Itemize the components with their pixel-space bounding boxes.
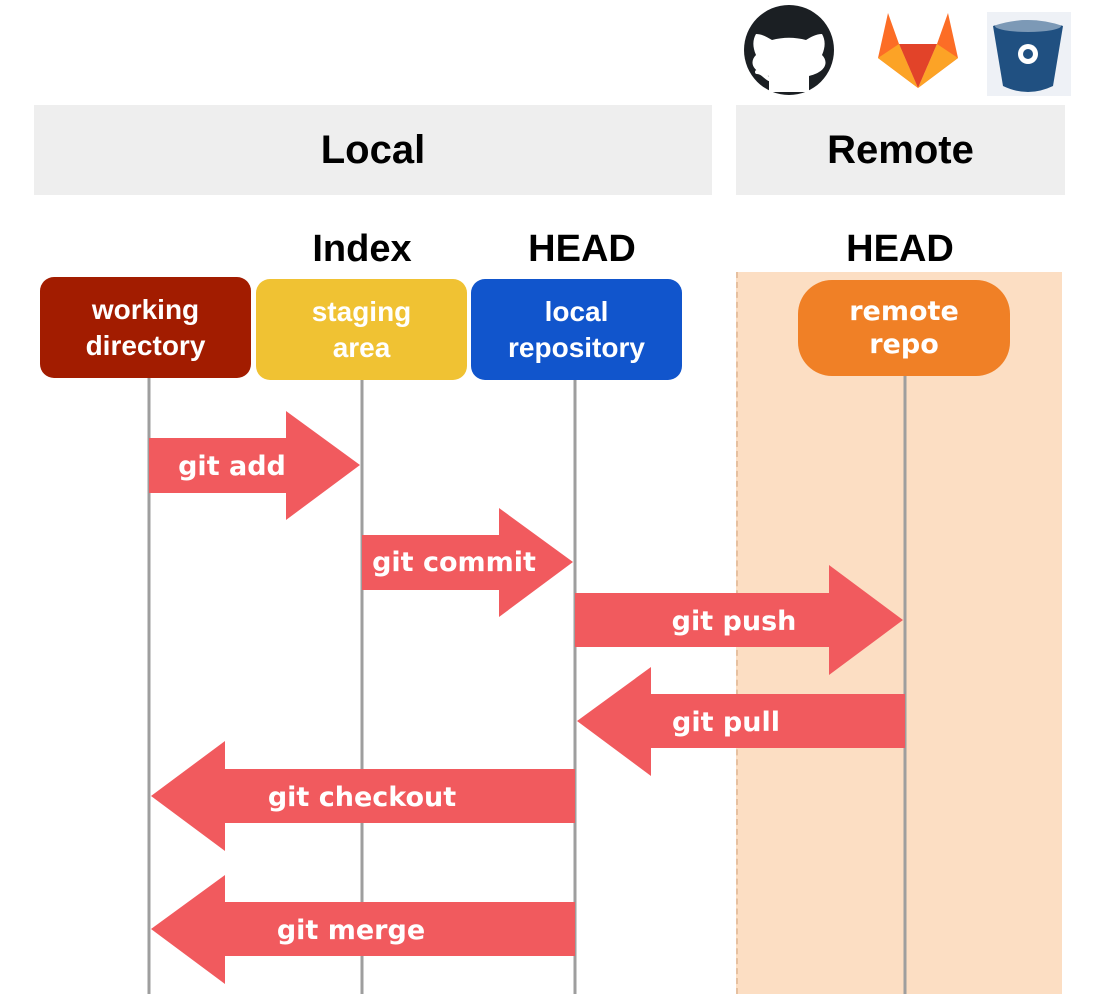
git-pull-label: git pull xyxy=(672,707,780,738)
local-section-title: Local xyxy=(320,127,426,172)
staging-area-line2: area xyxy=(332,331,391,363)
git-commit-label: git commit xyxy=(372,547,536,578)
working-directory-node: working directory xyxy=(40,277,251,378)
local-section-header: Local xyxy=(34,105,712,195)
remote-repo-node: remote repo xyxy=(798,280,1010,376)
local-head-column-title: HEAD xyxy=(528,228,636,270)
remote-section-title: Remote xyxy=(827,127,974,172)
git-checkout-label: git checkout xyxy=(268,782,456,813)
local-repository-node: local repository xyxy=(471,279,682,380)
remote-repo-line2: repo xyxy=(869,329,939,360)
git-commit-arrow: git commit xyxy=(362,508,573,617)
index-column-title: Index xyxy=(312,228,412,270)
local-repository-line2: repository xyxy=(508,331,645,363)
remote-section-header: Remote xyxy=(736,105,1065,195)
git-push-label: git push xyxy=(672,606,797,637)
staging-area-line1: staging xyxy=(311,295,412,327)
staging-area-node: staging area xyxy=(256,279,467,380)
remote-head-column-title: HEAD xyxy=(846,228,954,270)
git-merge-arrow: git merge xyxy=(151,875,575,984)
git-checkout-arrow: git checkout xyxy=(151,741,575,851)
remote-repo-line1: remote xyxy=(849,296,959,327)
git-merge-label: git merge xyxy=(277,915,425,946)
git-pull-arrow: git pull xyxy=(577,667,905,776)
local-repository-line1: local xyxy=(544,295,609,327)
working-directory-line1: working xyxy=(91,293,200,325)
git-add-label: git add xyxy=(178,451,286,482)
git-add-arrow: git add xyxy=(149,411,360,520)
working-directory-line2: directory xyxy=(85,329,206,361)
git-push-arrow: git push xyxy=(575,565,903,675)
